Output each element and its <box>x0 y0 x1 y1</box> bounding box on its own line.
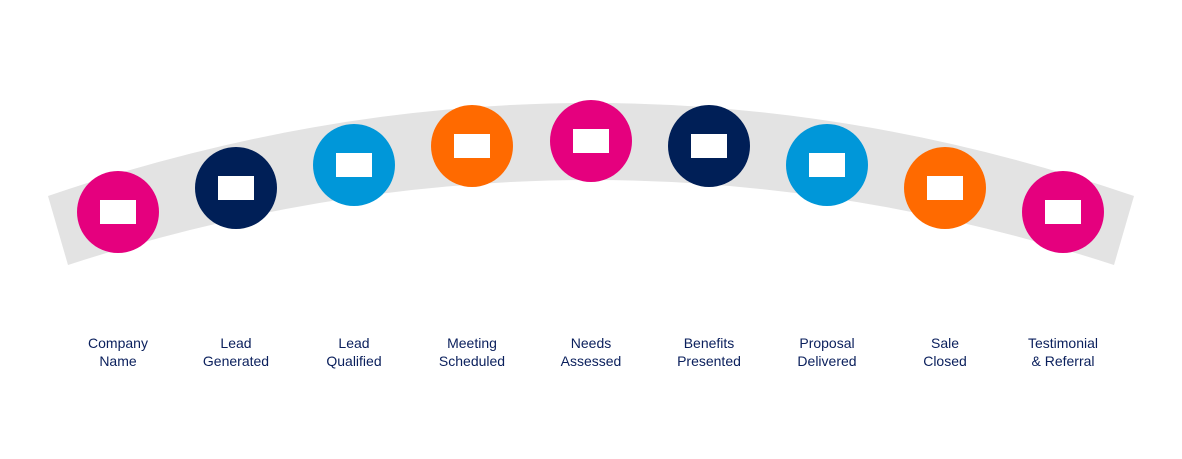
stage-node-proposal-delivered <box>786 124 868 206</box>
stage-label-line: Generated <box>202 353 270 369</box>
stage-node-sale-closed <box>904 147 986 229</box>
stage-label-line: Meeting <box>447 335 497 351</box>
stage-label-line: Lead <box>220 335 252 351</box>
placeholder-icon <box>218 176 254 200</box>
stage-label-testimonial-referral: Testimonial & Referral <box>1003 334 1123 370</box>
placeholder-icon <box>336 153 372 177</box>
stage-node-meeting-scheduled <box>431 105 513 187</box>
stage-label-line: Assessed <box>560 353 622 369</box>
stage-label-line: Qualified <box>326 353 382 369</box>
stage-label-line: Lead <box>338 335 370 351</box>
stage-node-testimonial-referral <box>1022 171 1104 253</box>
stage-label-line: Name <box>99 353 137 369</box>
stage-label-line: Testimonial <box>1027 335 1099 351</box>
placeholder-icon <box>809 153 845 177</box>
stage-node-benefits-presented <box>668 105 750 187</box>
stage-label-line: & Referral <box>1031 353 1095 369</box>
placeholder-icon <box>1045 200 1081 224</box>
placeholder-icon <box>100 200 136 224</box>
stage-label-line: Presented <box>677 353 741 369</box>
stage-node-lead-generated <box>195 147 277 229</box>
stage-label-line: Benefits <box>683 335 735 351</box>
stage-label-line: Closed <box>923 353 967 369</box>
placeholder-icon <box>454 134 490 158</box>
stage-node-needs-assessed <box>550 100 632 182</box>
stage-label-line: Proposal <box>799 335 855 351</box>
stage-label-line: Scheduled <box>438 353 506 369</box>
stage-label-line: Company <box>88 335 148 351</box>
placeholder-icon <box>691 134 727 158</box>
stage-node-lead-qualified <box>313 124 395 206</box>
stage-label-line: Needs <box>570 335 612 351</box>
stage-label-line: Delivered <box>797 353 857 369</box>
placeholder-icon <box>927 176 963 200</box>
placeholder-icon <box>573 129 609 153</box>
stage-node-company-name <box>77 171 159 253</box>
stage-label-line: Sale <box>930 335 960 351</box>
